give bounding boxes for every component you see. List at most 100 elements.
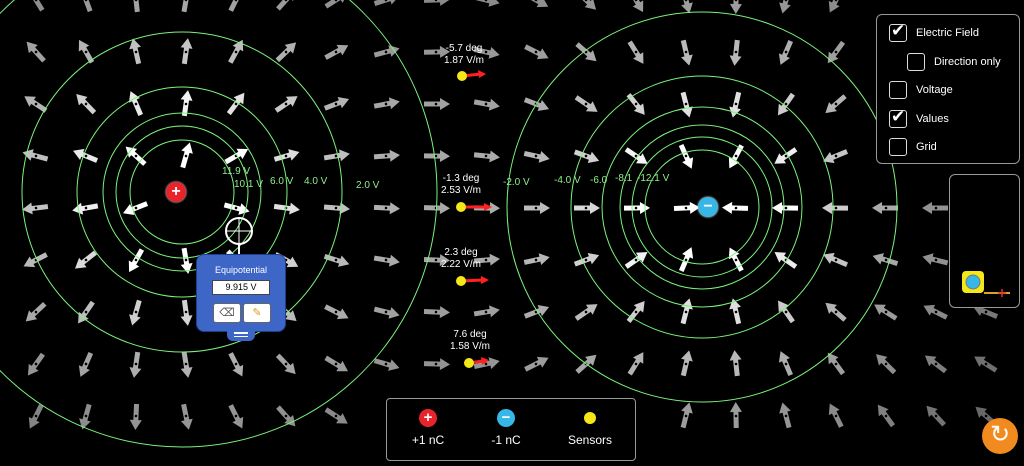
field-arrow [874, 304, 898, 321]
equipotential-label: -12.1 V [637, 173, 670, 184]
plot-pencil-button[interactable]: ✎ [243, 303, 271, 323]
field-arrow [180, 90, 193, 117]
field-arrow [274, 96, 298, 113]
field-arrows [22, 0, 999, 430]
pencil-icon: ✎ [252, 307, 262, 319]
field-arrow [181, 0, 190, 13]
charges-sensors-toolbox: + +1 nC − -1 nC Sensors [386, 398, 636, 461]
field-arrow [827, 352, 846, 376]
field-arrow [680, 0, 693, 14]
field-arrow [729, 350, 742, 377]
positive-charge[interactable]: + [166, 182, 186, 202]
drag-handle[interactable] [227, 331, 255, 341]
measuring-tape-icon[interactable] [950, 175, 1019, 307]
voltage-checkbox[interactable]: Voltage [889, 81, 953, 99]
negative-equipotential [601, 106, 803, 308]
field-arrow [373, 0, 400, 6]
sensor-angle: -5.7 deg [445, 43, 483, 54]
field-arrow [276, 0, 296, 11]
field-arrow [772, 201, 799, 214]
reset-all-button[interactable]: ↻ [982, 418, 1018, 454]
positive-equipotential [129, 139, 235, 245]
sensor-4[interactable] [464, 357, 489, 368]
field-arrow [524, 356, 549, 372]
grid-label: Grid [916, 141, 937, 153]
field-arrow [324, 407, 348, 424]
negative-equipotential [631, 136, 773, 278]
field-arrow [228, 352, 244, 377]
field-arrow [574, 95, 598, 112]
field-arrow [473, 253, 500, 266]
field-arrow [275, 353, 296, 375]
eraser-button[interactable]: ⌫ [213, 303, 241, 323]
field-arrow [31, 0, 45, 12]
negative-charge-label: -1 nC [491, 433, 521, 447]
checkbox-icon [889, 138, 907, 156]
field-arrow [180, 38, 193, 65]
sensor-1[interactable] [457, 70, 486, 81]
field-arrow [129, 299, 142, 326]
checkbox-icon [889, 21, 907, 42]
sensor-angle: 2.3 deg [444, 247, 478, 258]
sensor-2[interactable] [456, 202, 492, 212]
values-checkbox[interactable]: Values [889, 107, 949, 128]
field-arrow [473, 0, 500, 7]
field-arrow [779, 0, 792, 14]
field-arrow [673, 201, 700, 214]
sensor-2-readout: -1.3 deg 2.53 V/m [421, 173, 501, 197]
field-arrow [180, 142, 193, 169]
sensor-field-arrowhead [484, 203, 492, 211]
positive-equipotential [0, 0, 438, 448]
negative-charge[interactable]: − [698, 197, 718, 217]
field-arrow [872, 201, 899, 214]
negative-charge-source[interactable]: − -1 nC [471, 409, 541, 447]
direction-only-checkbox[interactable]: Direction only [907, 53, 1001, 71]
field-arrow [125, 146, 147, 166]
field-arrow [373, 149, 400, 162]
sensor-angle: 7.6 deg [453, 329, 487, 340]
sensors-label: Sensors [567, 433, 613, 447]
equipotential-lines [0, 0, 898, 448]
positive-equipotential [21, 31, 343, 353]
sensor-field-arrowhead [481, 276, 489, 284]
field-arrow [323, 96, 350, 111]
field-arrow [825, 302, 847, 322]
field-arrow [680, 402, 693, 429]
field-arrow [729, 91, 742, 118]
sensor-3[interactable] [456, 276, 489, 286]
field-arrow [373, 97, 400, 110]
reset-icon: ↻ [989, 421, 1011, 448]
minus-icon: − [497, 409, 515, 427]
field-arrow [624, 251, 648, 269]
field-arrow [228, 404, 244, 429]
field-arrow [823, 149, 849, 164]
positive-equipotential [102, 112, 262, 272]
field-arrow [523, 202, 550, 215]
field-arrow [573, 149, 600, 164]
field-arrow [78, 39, 95, 64]
field-arrow [223, 202, 250, 215]
checkbox-icon [907, 53, 925, 71]
grid-checkbox[interactable]: Grid [889, 138, 937, 156]
crosshair-icon[interactable] [225, 217, 253, 254]
equipotential-title: Equipotential [214, 265, 268, 275]
plus-icon: + [419, 409, 437, 427]
sensors-source[interactable]: Sensors [555, 409, 625, 447]
field-arrow [778, 351, 793, 377]
checkbox-icon [889, 81, 907, 99]
equipotential-tool[interactable]: Equipotential 9.915 V ⌫ ✎ [196, 254, 286, 341]
electric-field-checkbox[interactable]: Electric Field [889, 21, 979, 42]
positive-charge-source[interactable]: + +1 nC [393, 409, 463, 447]
equipotential-label: 4.0 V [304, 176, 328, 187]
sensor-icon [584, 412, 596, 424]
field-arrow [626, 301, 645, 323]
field-arrow [423, 306, 450, 319]
field-arrow [423, 97, 450, 110]
positive-equipotential [115, 125, 249, 259]
field-arrow [423, 150, 450, 163]
field-arrow [324, 304, 349, 320]
field-arrow [825, 94, 847, 114]
field-arrow [180, 299, 193, 326]
field-arrow [524, 0, 549, 8]
field-arrow [473, 46, 500, 59]
